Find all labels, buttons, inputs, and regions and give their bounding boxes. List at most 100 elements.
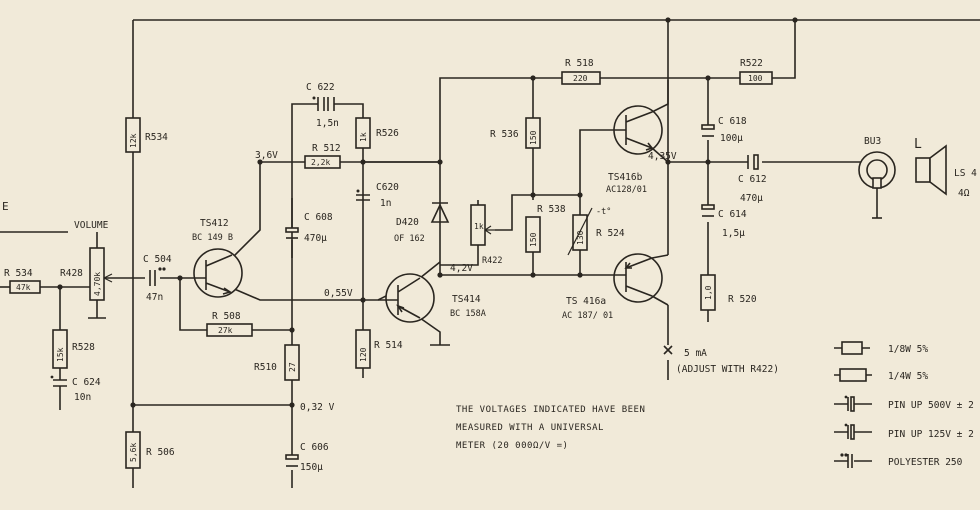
svg-text:5 mA: 5 mA (684, 348, 707, 359)
svg-text:1/8W 5%: 1/8W 5% (888, 344, 928, 355)
svg-text:R 538: R 538 (537, 204, 566, 215)
svg-text:1/4W 5%: 1/4W 5% (888, 371, 928, 382)
svg-text:47n: 47n (146, 292, 163, 303)
legend-resistor-small: 1/8W 5% (834, 341, 928, 355)
transistor-ts412: TS412 BC 149 B (192, 218, 243, 298)
resistor-r508: 27k R 508 (206, 311, 253, 337)
wires (0, 19, 980, 488)
loudspeaker: L LS 4 4Ω (914, 137, 977, 199)
svg-text:C 618: C 618 (718, 116, 747, 127)
transistor-ts416a: TS 416a AC 187/ 01 (562, 253, 669, 321)
svg-text:3,6V: 3,6V (255, 150, 278, 161)
svg-text:AC128/01: AC128/01 (606, 185, 647, 195)
svg-text:BC 149 B: BC 149 B (192, 233, 233, 243)
capacitor-c624: C 624 10n (50, 375, 101, 403)
svg-text:(ADJUST WITH R422): (ADJUST WITH R422) (676, 364, 779, 375)
capacitor-c606: C 606 150μ (285, 442, 329, 473)
resistor-r522: 100 R522 (739, 58, 773, 85)
svg-text:47k: 47k (16, 283, 31, 292)
svg-text:POLYESTER 250: POLYESTER 250 (888, 457, 963, 468)
svg-text:R 536: R 536 (490, 129, 519, 140)
svg-text:1k: 1k (474, 222, 484, 231)
legend-capacitor-polyester: POLYESTER 250 (834, 453, 963, 468)
svg-text:R 508: R 508 (212, 311, 241, 322)
svg-text:2,2k: 2,2k (311, 158, 330, 167)
svg-text:THE VOLTAGES INDICATED HAVE BE: THE VOLTAGES INDICATED HAVE BEEN (456, 405, 645, 415)
capacitor-c620: C620 1n (356, 182, 399, 209)
capacitor-c618: C 618 100μ (701, 116, 747, 144)
svg-text:150: 150 (529, 232, 538, 247)
svg-text:4,70k: 4,70k (93, 272, 102, 296)
svg-text:4Ω: 4Ω (958, 188, 970, 199)
svg-text:VOLUME: VOLUME (74, 220, 109, 231)
capacitor-c612: C 612 470μ (738, 154, 767, 204)
svg-text:C 614: C 614 (718, 209, 747, 220)
capacitor-c608: C 608 470μ (285, 212, 333, 244)
svg-text:R 524: R 524 (596, 228, 625, 239)
capacitor-c614: C 614 1,5μ (701, 204, 747, 239)
svg-text:LS 4: LS 4 (954, 168, 977, 179)
svg-text:10n: 10n (74, 392, 91, 403)
resistor-r512: 2,2k R 512 (304, 143, 341, 169)
svg-text:MEASURED WITH A UNIVERSAL: MEASURED WITH A UNIVERSAL (456, 423, 604, 433)
junctions (57, 17, 798, 408)
svg-text:TS 416a: TS 416a (566, 296, 606, 307)
svg-text:1,5μ: 1,5μ (722, 228, 745, 239)
svg-text:220: 220 (573, 74, 588, 83)
component-legend: 1/8W 5% 1/4W 5% PIN UP 500V ± 2 PIN UP 1… (834, 341, 974, 468)
svg-text:BC 158A: BC 158A (450, 309, 486, 319)
resistor-r534-left: 47k R 534 R428 (4, 268, 83, 294)
svg-text:15k: 15k (56, 347, 65, 362)
capacitor-c504: C 504 47n (143, 254, 172, 303)
svg-text:4,2V: 4,2V (450, 263, 473, 274)
svg-text:C 608: C 608 (304, 212, 333, 223)
resistor-r514: 120 R 514 (355, 329, 403, 369)
transistor-ts414: TS414 BC 158A (378, 273, 486, 323)
svg-text:27k: 27k (218, 326, 233, 335)
output-jack-bu3: BU3 (858, 136, 896, 189)
svg-text:PIN UP 500V ± 2: PIN UP 500V ± 2 (888, 400, 974, 411)
svg-text:4,35V: 4,35V (648, 151, 677, 162)
svg-text:1k: 1k (359, 132, 368, 142)
svg-text:100μ: 100μ (720, 133, 743, 144)
legend-capacitor-125v: PIN UP 125V ± 2 (834, 423, 974, 440)
svg-text:TS414: TS414 (452, 294, 481, 305)
svg-text:R528: R528 (72, 342, 95, 353)
svg-text:PIN UP 125V ± 2: PIN UP 125V ± 2 (888, 429, 974, 440)
resistor-r518: 220 R 518 (561, 58, 601, 85)
svg-text:TS416b: TS416b (608, 172, 643, 183)
svg-text:R 514: R 514 (374, 340, 403, 351)
svg-text:120: 120 (359, 347, 368, 362)
svg-text:100: 100 (748, 74, 763, 83)
svg-text:150μ: 150μ (300, 462, 323, 473)
svg-text:C 624: C 624 (72, 377, 101, 388)
svg-text:C 606: C 606 (300, 442, 329, 453)
svg-text:C 622: C 622 (306, 82, 335, 93)
resistor-r510: 27 R510 (254, 344, 300, 381)
svg-text:R522: R522 (740, 58, 763, 69)
potentiometer-r422: 1k R422 (470, 204, 502, 266)
legend-capacitor-500v: PIN UP 500V ± 2 (834, 395, 974, 412)
svg-text:R428: R428 (60, 268, 83, 279)
svg-text:130: 130 (576, 230, 585, 245)
diode-d420: D420 OF 162 (394, 195, 450, 244)
svg-text:-t°: -t° (596, 207, 611, 217)
svg-text:R 518: R 518 (565, 58, 594, 69)
capacitor-c622: C 622 1,5n (306, 82, 339, 129)
measurement-note: THE VOLTAGES INDICATED HAVE BEEN MEASURE… (456, 405, 645, 451)
svg-text:27: 27 (288, 362, 297, 372)
svg-text:AC 187/ 01: AC 187/ 01 (562, 311, 613, 321)
volume-potentiometer: 4,70k VOLUME (74, 220, 113, 301)
svg-text:0,55V: 0,55V (324, 288, 353, 299)
svg-text:R510: R510 (254, 362, 277, 373)
svg-text:470μ: 470μ (740, 193, 763, 204)
resistor-r506: 5,6k R 506 (125, 431, 175, 469)
legend-resistor-large: 1/4W 5% (834, 368, 928, 382)
svg-text:1n: 1n (380, 198, 391, 209)
svg-text:470μ: 470μ (304, 233, 327, 244)
transistor-ts416b: TS416b AC128/01 (606, 80, 669, 195)
svg-text:0,32 V: 0,32 V (300, 402, 335, 413)
resistor-r520: 1,0 R 520 (700, 274, 757, 311)
resistor-r528: 15k R528 (52, 329, 95, 369)
